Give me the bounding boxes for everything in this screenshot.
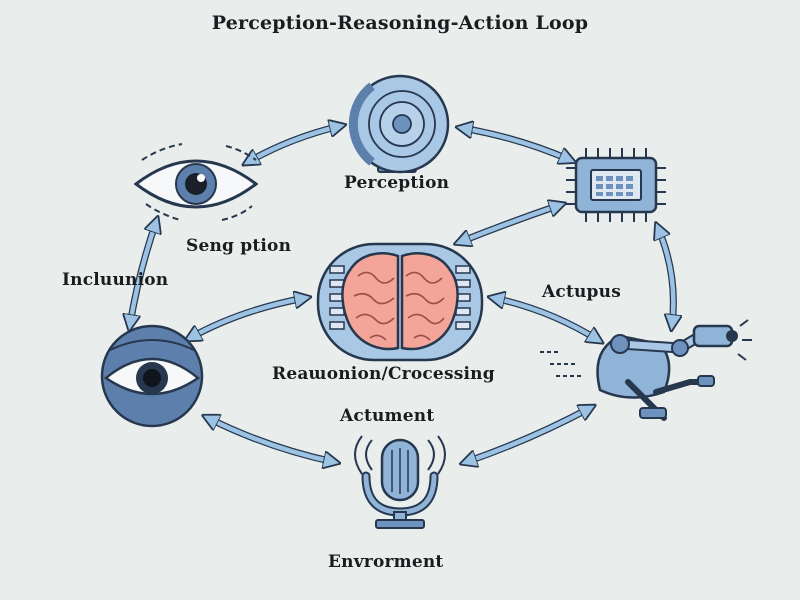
inclusion-label: Incluunion bbox=[62, 270, 169, 290]
arrow-processor-actuators bbox=[658, 228, 673, 325]
actuation-label: Actument bbox=[340, 406, 435, 426]
diagram-title: Perception-Reasoning-Action Loop bbox=[211, 12, 589, 34]
connector-arrows bbox=[130, 126, 673, 462]
brain-icon bbox=[316, 242, 484, 362]
robot-arm-icon bbox=[540, 319, 752, 421]
arrow-perception-processor bbox=[462, 128, 570, 160]
environment-label: Envrorment bbox=[328, 552, 444, 572]
sensor-disc-icon bbox=[348, 74, 450, 174]
actuators-label: Actupus bbox=[542, 282, 621, 302]
microphone-icon bbox=[354, 435, 446, 529]
arrow-processor-reasoning bbox=[460, 205, 560, 242]
arrow-reasoning-inclusion bbox=[190, 298, 305, 338]
arrow-reasoning-actuators bbox=[494, 298, 598, 340]
perception-label: Perception bbox=[344, 173, 450, 193]
arrow-inclusion-environment bbox=[208, 418, 334, 462]
arrow-sensing-perception bbox=[248, 126, 340, 162]
eye-lens-icon bbox=[100, 324, 204, 428]
sensing-label: Seng ption bbox=[186, 236, 292, 256]
reasoning-label: Reaաonion/Crocessing bbox=[272, 364, 495, 384]
chip-icon bbox=[566, 148, 666, 222]
arrow-environment-actuators bbox=[466, 408, 590, 462]
eye-icon bbox=[133, 143, 259, 221]
arrow-sensing-inclusion bbox=[130, 222, 156, 325]
